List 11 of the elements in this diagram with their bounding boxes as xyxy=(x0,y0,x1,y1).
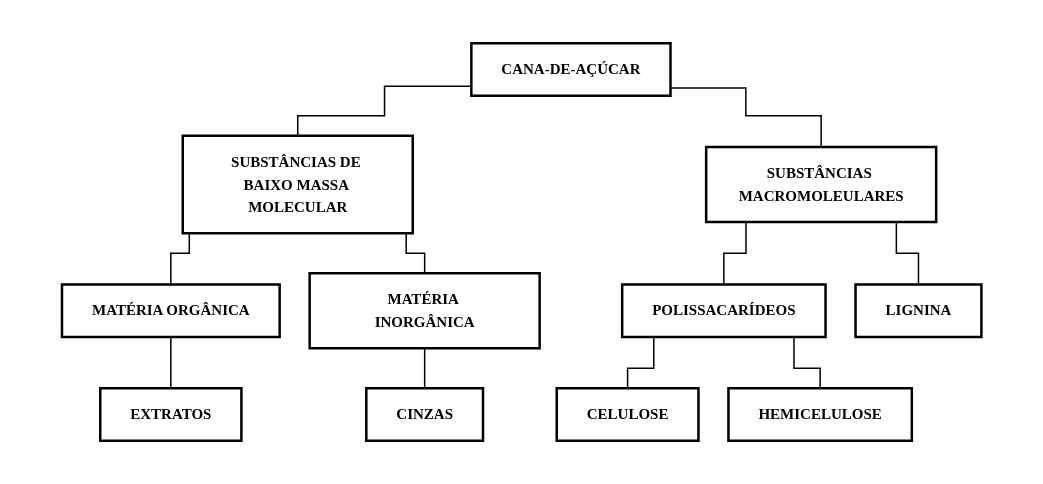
node-box: MATÉRIA INORGÂNICA xyxy=(308,272,541,350)
node-box: SUBSTÂNCIAS DE BAIXO MASSA MOLECULAR xyxy=(181,134,414,235)
node-box: POLISSACARÍDEOS xyxy=(620,283,827,339)
node-box: MATÉRIA ORGÂNICA xyxy=(60,283,281,339)
node-box: LIGNINA xyxy=(854,283,983,339)
node-box: CELULOSE xyxy=(555,387,700,442)
node-box: CINZAS xyxy=(364,387,485,442)
node-box: SUBSTÂNCIAS MACROMOLEULARES xyxy=(704,145,938,224)
node-box: HEMICELULOSE xyxy=(727,387,913,442)
node-box: EXTRATOS xyxy=(98,387,243,442)
node-box: CANA-DE-AÇÚCAR xyxy=(469,42,672,97)
